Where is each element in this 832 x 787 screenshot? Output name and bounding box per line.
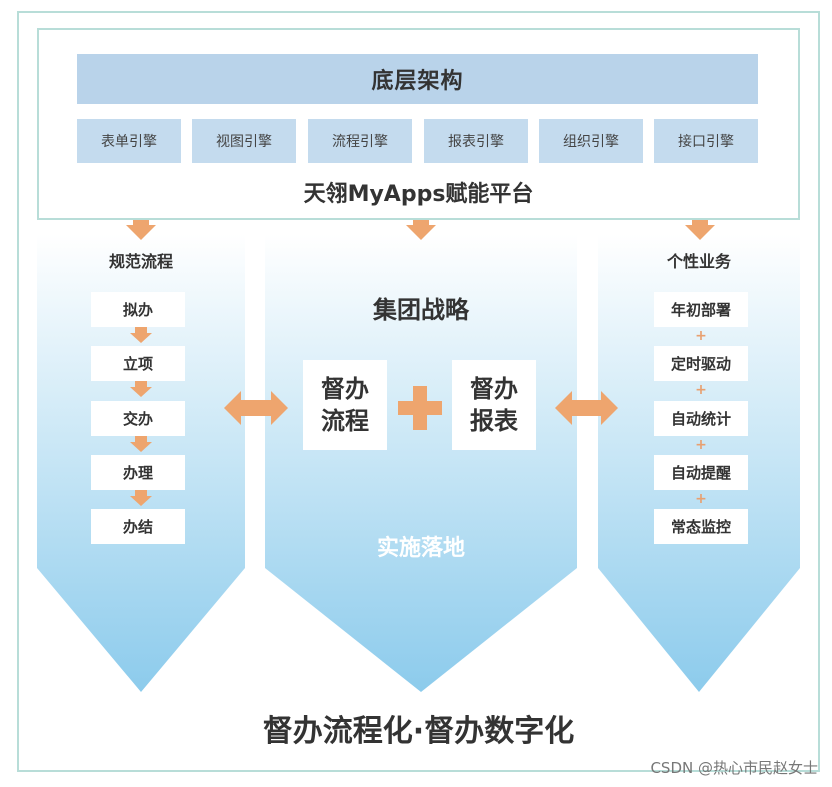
center-chevron-shape — [265, 234, 577, 692]
left-step-5: 办结 — [91, 509, 185, 544]
plus-icon-h — [398, 401, 442, 415]
small-plus-icon-1: + — [695, 328, 707, 344]
step-arrow-icon-3 — [130, 436, 152, 452]
footer-title: 督办流程化·督办数字化 — [262, 714, 575, 749]
watermark: CSDN @热心市民赵女士 — [650, 759, 818, 777]
right-item-1: 年初部署 — [654, 292, 748, 327]
base-layer-bar: 底层架构 — [77, 54, 758, 104]
down-arrow-icon-left — [126, 216, 156, 240]
engine-view: 视图引擎 — [192, 119, 296, 163]
left-column-title: 规范流程 — [108, 252, 173, 271]
right-item-2: 定时驱动 — [654, 346, 748, 381]
small-plus-icon-3: + — [695, 437, 707, 453]
step-arrow-icon-4 — [130, 490, 152, 506]
small-plus-icon-4: + — [695, 491, 707, 507]
right-item-5: 常态监控 — [654, 509, 748, 544]
small-plus-icon-2: + — [695, 382, 707, 398]
double-arrow-icon-right — [555, 391, 618, 425]
step-arrow-icon-2 — [130, 381, 152, 397]
left-step-3: 交办 — [91, 401, 185, 436]
platform-name: 天翎MyApps赋能平台 — [303, 182, 534, 207]
engine-org: 组织引擎 — [539, 119, 643, 163]
left-step-1: 拟办 — [91, 292, 185, 327]
left-step-4: 办理 — [91, 455, 185, 490]
right-column-title: 个性业务 — [666, 252, 731, 271]
double-arrow-icon-left — [224, 391, 288, 425]
center-column-title: 集团战略 — [373, 296, 469, 324]
engine-flow: 流程引擎 — [308, 119, 412, 163]
right-item-4: 自动提醒 — [654, 455, 748, 490]
engine-form: 表单引擎 — [77, 119, 181, 163]
step-arrow-icon-1 — [130, 327, 152, 343]
down-arrow-icon-right — [685, 216, 715, 240]
engine-report: 报表引擎 — [424, 119, 528, 163]
engine-interface: 接口引擎 — [654, 119, 758, 163]
center-box-left: 督办 流程 — [303, 360, 387, 450]
outer-frame — [17, 11, 820, 772]
center-column-subtitle: 实施落地 — [376, 536, 465, 561]
left-step-2: 立项 — [91, 346, 185, 381]
down-arrow-icon-center — [406, 216, 436, 240]
center-box-right: 督办 报表 — [452, 360, 536, 450]
right-item-3: 自动统计 — [654, 401, 748, 436]
